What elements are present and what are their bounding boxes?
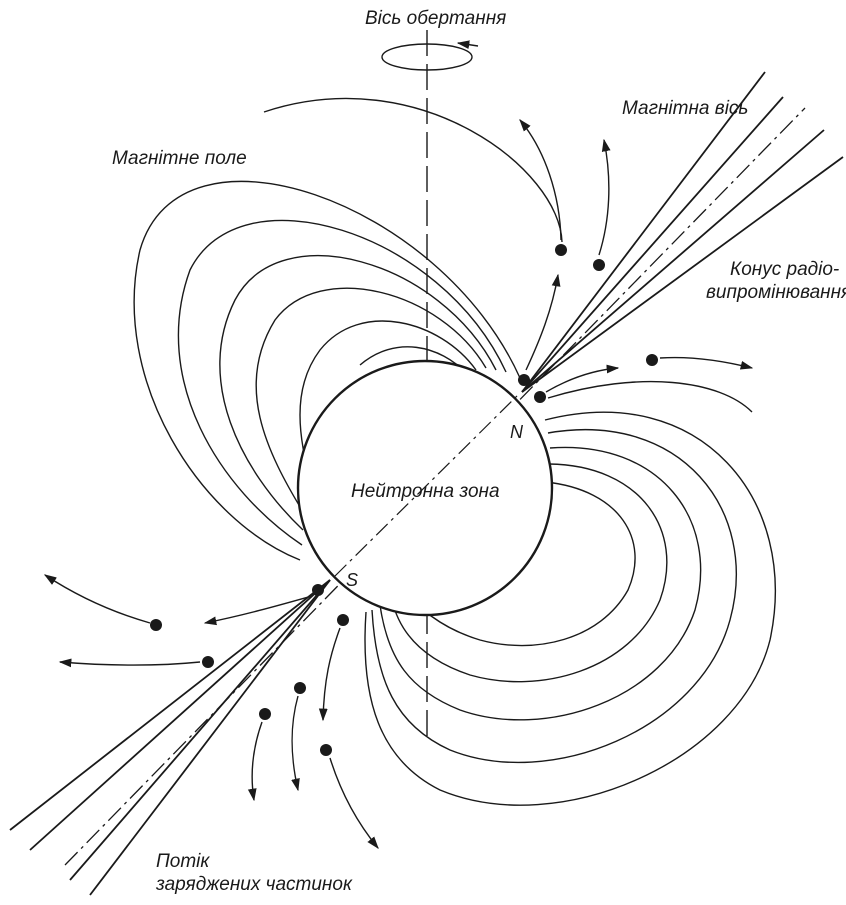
rotation-axis-label: Вісь обертання — [365, 8, 506, 29]
north-pole-label: N — [510, 422, 524, 442]
neutron-star-label: Нейтронна зона — [351, 481, 500, 502]
charged-particles — [150, 244, 658, 756]
south-pole-label: S — [346, 570, 358, 590]
rotation-arrow-icon — [456, 40, 479, 50]
magnetic-axis-label: Магнітна вісь — [622, 98, 748, 119]
particle-trajectories — [43, 119, 754, 849]
rotation-indicator — [381, 43, 473, 71]
particle-flow-label-line2: заряджених частинок — [155, 874, 353, 895]
magnetic-field-lines — [133, 97, 776, 806]
magnetic-field-label: Магнітне поле — [112, 148, 247, 169]
magnetic-axis-inner — [334, 394, 519, 577]
radiation-cone — [9, 71, 844, 896]
particle-flow-label-line1: Потік — [156, 851, 210, 872]
radio-cone-label-line1: Конус радіо- — [730, 259, 839, 280]
radio-cone-label-line2: випромінювання — [706, 282, 846, 303]
